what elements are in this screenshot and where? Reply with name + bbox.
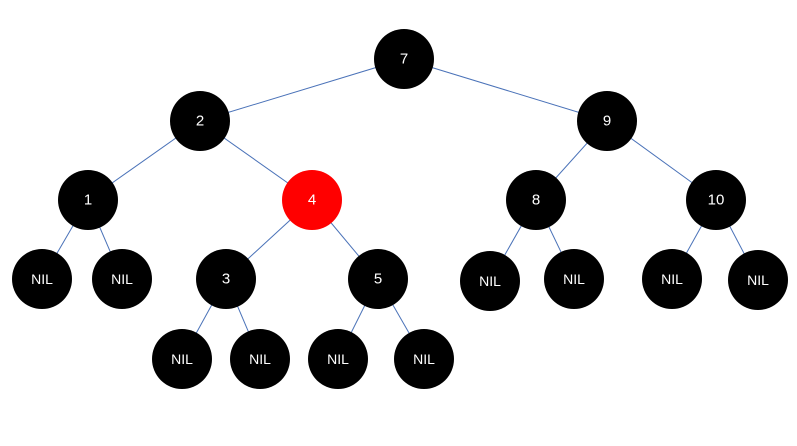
tree-node-nil-10b: NIL — [728, 250, 788, 310]
black-node-circle — [170, 91, 230, 151]
node-label: NIL — [413, 351, 435, 367]
black-node-circle — [92, 249, 152, 309]
tree-node-n3: 3 — [196, 249, 256, 309]
tree-node-n1: 1 — [58, 170, 118, 230]
red-node-circle — [282, 170, 342, 230]
black-node-circle — [196, 249, 256, 309]
tree-edges — [41, 58, 759, 360]
tree-node-nil-5b: NIL — [394, 329, 454, 389]
black-node-circle — [12, 249, 72, 309]
tree-node-nil-1b: NIL — [92, 249, 152, 309]
node-label: 2 — [196, 113, 204, 130]
tree-node-n8: 8 — [506, 170, 566, 230]
node-label: 1 — [84, 192, 92, 209]
tree-node-nil-5a: NIL — [308, 329, 368, 389]
black-node-circle — [728, 250, 788, 310]
black-node-circle — [544, 249, 604, 309]
tree-edge-n7-n9 — [403, 58, 608, 122]
tree-node-n7: 7 — [374, 29, 434, 89]
node-label: 3 — [222, 271, 230, 288]
black-node-circle — [642, 249, 702, 309]
tree-node-n9: 9 — [577, 91, 637, 151]
black-node-circle — [230, 329, 290, 389]
tree-node-n2: 2 — [170, 91, 230, 151]
tree-edge-n7-n2 — [199, 58, 405, 122]
node-label: 4 — [308, 192, 316, 209]
node-label: NIL — [327, 351, 349, 367]
black-node-circle — [58, 170, 118, 230]
node-label: 7 — [400, 51, 408, 68]
node-label: 10 — [708, 192, 725, 209]
node-label: NIL — [563, 271, 585, 287]
node-label: NIL — [249, 351, 271, 367]
black-node-circle — [394, 329, 454, 389]
black-node-circle — [348, 249, 408, 309]
black-node-circle — [686, 170, 746, 230]
tree-node-n5: 5 — [348, 249, 408, 309]
node-label: NIL — [171, 351, 193, 367]
tree-node-nil-3a: NIL — [152, 329, 212, 389]
node-label: 5 — [374, 271, 382, 288]
node-label: NIL — [31, 271, 53, 287]
tree-node-nil-8b: NIL — [544, 249, 604, 309]
node-label: NIL — [479, 273, 501, 289]
node-label: 8 — [532, 192, 540, 209]
black-node-circle — [460, 251, 520, 311]
black-node-circle — [577, 91, 637, 151]
node-label: NIL — [661, 271, 683, 287]
node-label: 9 — [603, 113, 611, 130]
tree-node-n4: 4 — [282, 170, 342, 230]
black-node-circle — [506, 170, 566, 230]
tree-node-nil-8a: NIL — [460, 251, 520, 311]
node-label: NIL — [747, 272, 769, 288]
tree-node-nil-10a: NIL — [642, 249, 702, 309]
black-node-circle — [152, 329, 212, 389]
tree-node-n10: 10 — [686, 170, 746, 230]
tree-node-nil-3b: NIL — [230, 329, 290, 389]
node-label: NIL — [111, 271, 133, 287]
black-node-circle — [308, 329, 368, 389]
tree-node-nil-1a: NIL — [12, 249, 72, 309]
black-node-circle — [374, 29, 434, 89]
